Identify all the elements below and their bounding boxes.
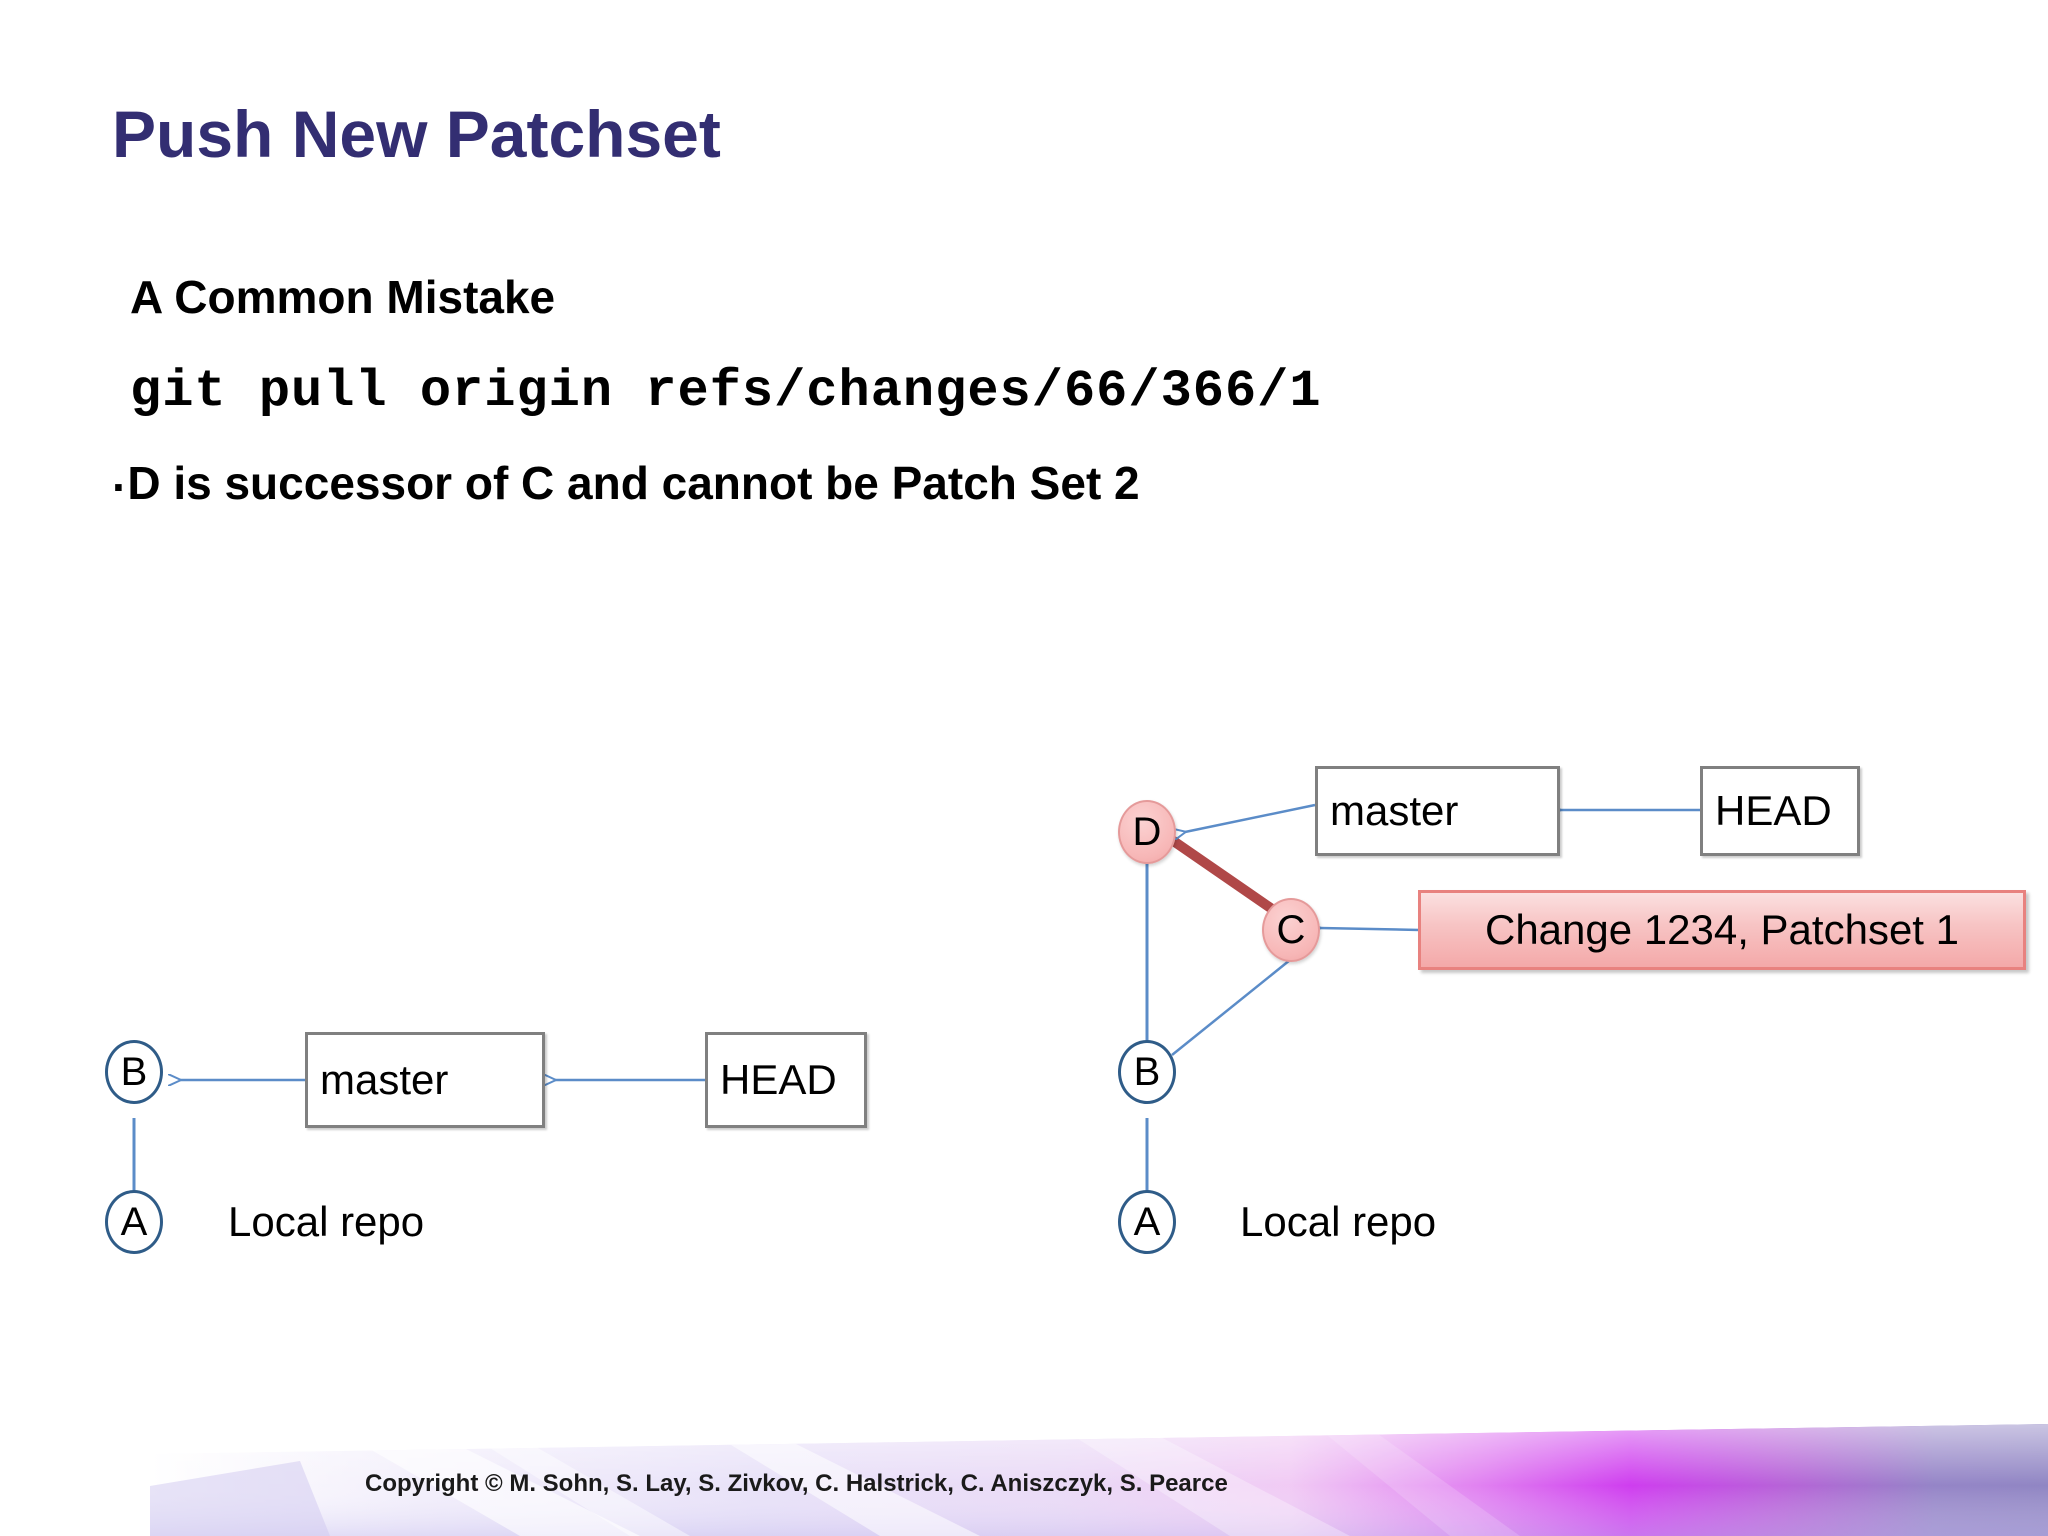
bullet-line: ·D is successor of C and cannot be Patch… [112,460,1930,510]
caption-local-repo-left: Local repo [228,1198,425,1245]
node-label: A [1133,1199,1161,1244]
git-command-text: git pull origin refs/changes/66/366/1 [130,362,1322,421]
footer-band: Copyright © M. Sohn, S. Lay, S. Zivkov, … [0,1366,2048,1536]
node-c-right[interactable]: C [1262,898,1320,962]
ref-box-label: master [1330,787,1459,834]
change-patchset-label: Change 1234, Patchset 1 [1484,906,1960,953]
ref-box-label: HEAD [720,1056,837,1103]
bullet-marker-icon: · [112,460,128,513]
node-a-left[interactable]: A [105,1190,163,1254]
node-label: D [1132,809,1162,854]
ref-box-label: master [320,1056,449,1103]
body-text-block: A Common Mistake git pull origin refs/ch… [112,271,1930,510]
change-patchset-box[interactable]: Change 1234, Patchset 1 [1418,890,2026,970]
footer-copyright: Copyright © M. Sohn, S. Lay, S. Zivkov, … [365,1470,1228,1497]
ref-box-label: HEAD [1715,787,1832,834]
ref-box-master-left[interactable]: master [305,1032,545,1128]
node-label: B [1133,1049,1161,1094]
node-b-left[interactable]: B [105,1040,163,1104]
caption-local-repo-right: Local repo [1240,1198,1437,1245]
node-label: C [1276,907,1306,952]
node-a-right[interactable]: A [1118,1190,1176,1254]
ref-box-master-right[interactable]: master [1315,766,1560,856]
ref-box-head-right[interactable]: HEAD [1700,766,1860,856]
node-label: A [120,1199,148,1244]
page-title: Push New Patchset [112,97,721,171]
ref-box-head-left[interactable]: HEAD [705,1032,867,1128]
node-d-right[interactable]: D [1118,800,1176,864]
bullet-text: D is successor of C and cannot be Patch … [127,457,1140,509]
footer-graphic [150,1424,2048,1536]
body-heading: A Common Mistake [130,271,556,323]
node-label: B [120,1049,148,1094]
node-b-right[interactable]: B [1118,1040,1176,1104]
